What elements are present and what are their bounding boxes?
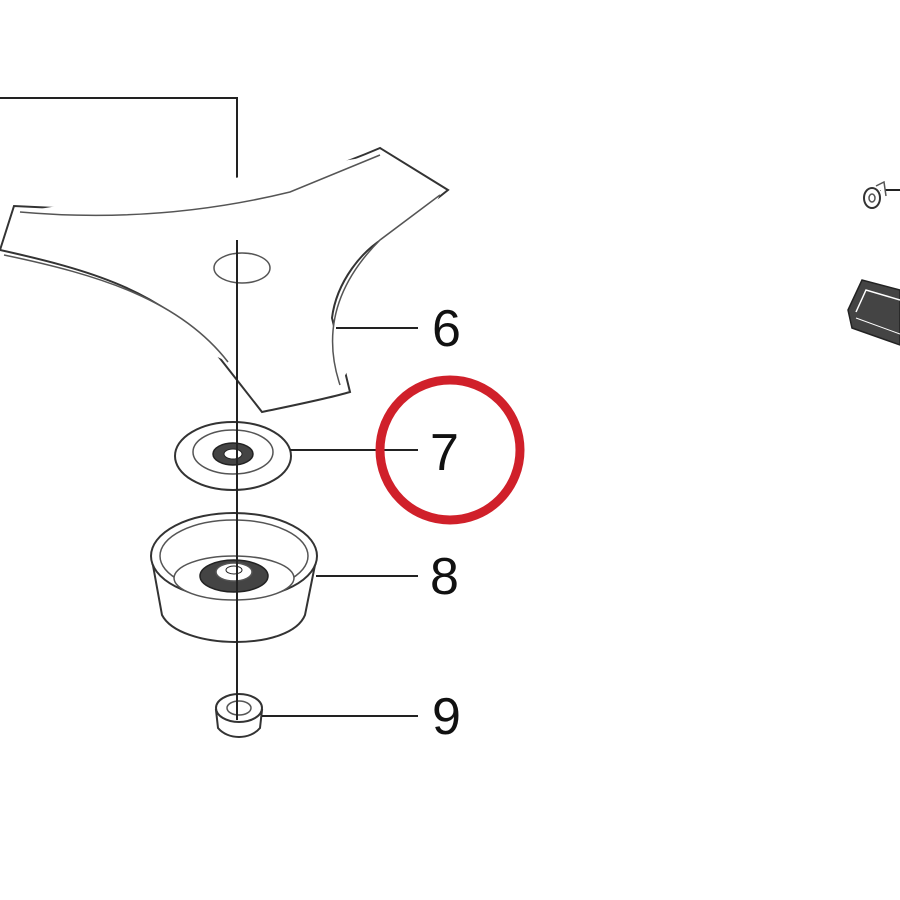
- highlight-circle: [375, 375, 525, 525]
- callout-8: 8: [430, 548, 459, 606]
- callout-9: 9: [432, 688, 461, 746]
- blade-center-hole: [213, 252, 271, 284]
- cup-part[interactable]: [150, 512, 318, 643]
- blade-part[interactable]: [0, 146, 450, 414]
- nut-part[interactable]: [214, 693, 264, 738]
- partial-block-part: [847, 279, 900, 346]
- partial-screw-part: [863, 180, 900, 209]
- callout-6: 6: [432, 300, 461, 358]
- callout-7: 7: [430, 424, 459, 482]
- washer-part[interactable]: [174, 421, 292, 491]
